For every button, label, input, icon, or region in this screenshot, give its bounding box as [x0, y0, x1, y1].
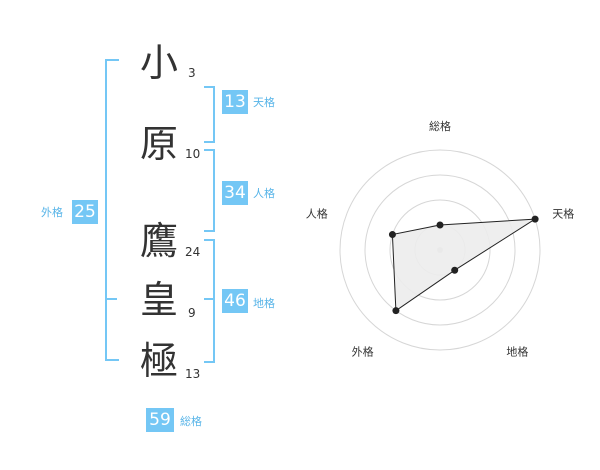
radar-axis-label: 地格	[506, 344, 528, 358]
gaikaku-bracket	[105, 59, 119, 361]
name-char-4: 皇	[139, 278, 178, 322]
name-char-2: 原	[139, 122, 178, 166]
stroke-count-1: 3	[188, 66, 196, 80]
radar-point	[436, 221, 444, 229]
name-char-5: 極	[139, 339, 178, 383]
chikaku-value-badge: 46	[222, 289, 248, 313]
radar-point	[531, 215, 539, 223]
soukaku-label: 総格	[180, 415, 202, 428]
radar-axis-label: 人格	[306, 207, 328, 221]
tenkaku-value-badge: 13	[222, 90, 248, 114]
stroke-count-5: 13	[185, 367, 201, 381]
soukaku-value-badge: 59	[146, 408, 174, 432]
chikaku-bracket-tick	[204, 298, 215, 300]
radar-axis-label: 総格	[429, 119, 451, 133]
tenkaku-bracket	[204, 86, 215, 143]
jinkaku-label: 人格	[253, 187, 275, 200]
gaikaku-value-badge: 25	[72, 200, 98, 224]
gaikaku-bracket-tick	[105, 298, 117, 300]
jinkaku-bracket	[204, 149, 215, 232]
stroke-count-2: 10	[185, 147, 201, 161]
chikaku-bracket	[204, 239, 215, 363]
radar-point	[388, 231, 396, 239]
jinkaku-value-badge: 34	[222, 181, 248, 205]
radar-point	[392, 307, 400, 315]
stroke-count-3: 24	[185, 245, 201, 259]
name-char-3: 鷹	[139, 219, 178, 263]
chikaku-label: 地格	[253, 297, 275, 310]
radar-ring	[364, 174, 516, 326]
radar-axis-label: 外格	[352, 344, 374, 358]
radar-point	[451, 266, 459, 274]
radar-axis-label: 天格	[552, 207, 574, 221]
stroke-count-4: 9	[188, 306, 196, 320]
tenkaku-label: 天格	[253, 96, 275, 109]
radar-ring	[339, 149, 541, 351]
radar-ring	[389, 199, 491, 301]
name-char-1: 小	[139, 41, 178, 85]
gaikaku-label: 外格	[41, 206, 63, 219]
radar-polygon	[391, 218, 536, 312]
